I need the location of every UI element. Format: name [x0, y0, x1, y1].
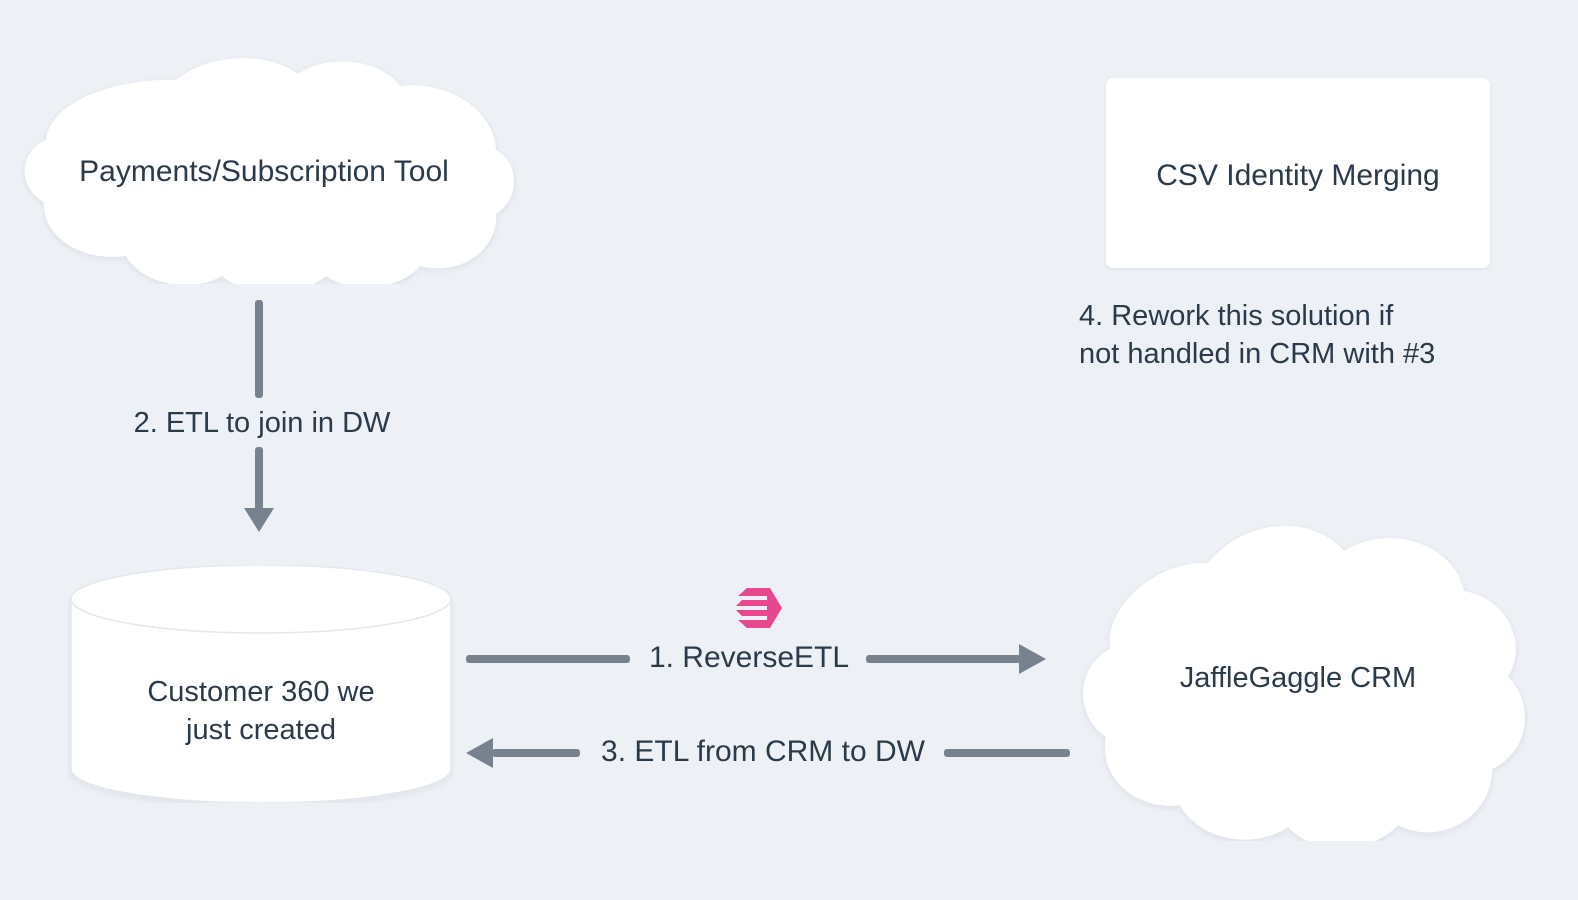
- arrow-etl-from-crm-head-icon: [466, 738, 493, 768]
- hightouch-logo-glyph: [736, 588, 782, 628]
- node-csv-identity-merging[interactable]: CSV Identity Merging: [1106, 78, 1490, 268]
- arrow-etl-from-crm-right-segment: [944, 749, 1070, 757]
- note-rework-solution: 4. Rework this solution if not handled i…: [1079, 300, 1436, 371]
- arrow-etl-join-lower-segment: [255, 447, 263, 515]
- node-jafflegaggle-crm[interactable]: JaffleGaggle CRM: [1058, 525, 1538, 848]
- edge-label-etl-join-in-dw: 2. ETL to join in DW: [133, 407, 391, 439]
- node-label-csv: CSV Identity Merging: [1156, 159, 1440, 192]
- edge-label-reverse-etl: 1. ReverseETL: [648, 641, 850, 674]
- arrow-etl-join-head-icon: [244, 508, 274, 532]
- arrow-etl-from-crm-left-segment: [492, 749, 580, 757]
- edge-label-etl-from-crm-to-dw: 3. ETL from CRM to DW: [601, 735, 925, 768]
- hightouch-logo-icon: [736, 588, 782, 628]
- cloud-shape: [24, 58, 515, 293]
- arrow-reverse-etl-left-segment: [466, 655, 630, 663]
- node-payments-subscription-tool[interactable]: Payments/Subscription Tool: [8, 56, 520, 293]
- arrow-reverse-etl-head-icon: [1019, 644, 1046, 674]
- cylinder-shape: [70, 564, 452, 804]
- node-customer-360-database[interactable]: Customer 360 we just created: [68, 564, 454, 804]
- arrow-reverse-etl-right-segment: [866, 655, 1024, 663]
- cloud-shape: [1083, 525, 1525, 848]
- arrow-etl-join-upper-segment: [255, 300, 263, 398]
